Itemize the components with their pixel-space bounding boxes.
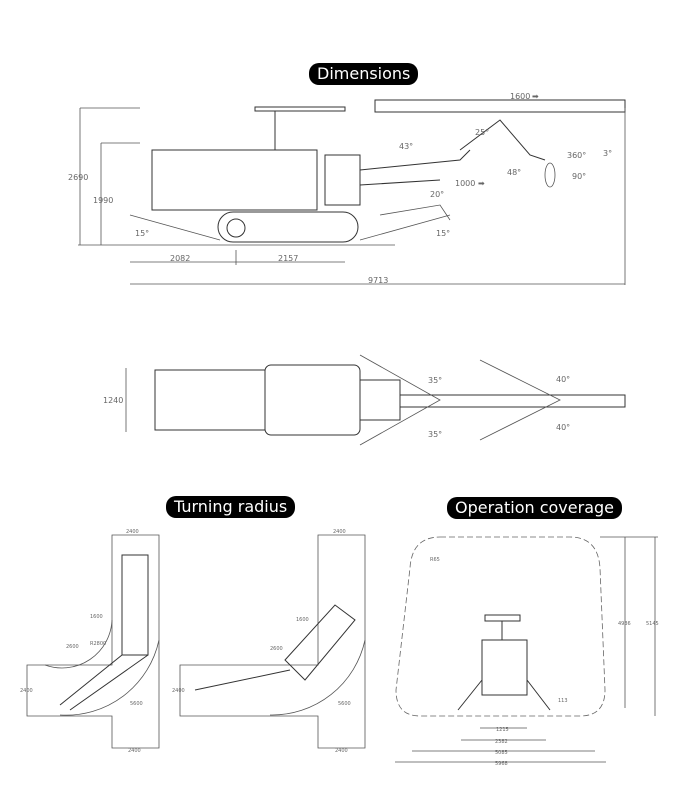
angle-35-down: 35° <box>428 430 442 439</box>
dim-bottom: 2400 <box>335 748 348 754</box>
dim-side: 2400 <box>172 688 185 694</box>
dim-width-2382: 2382 <box>495 739 508 745</box>
turning-radius-title: Turning radius <box>166 496 296 518</box>
height-1990: 1990 <box>93 196 113 205</box>
height-2690: 2690 <box>68 173 88 182</box>
dim-width-1215: 1215 <box>496 727 509 733</box>
arrow-right-icon: ➡ <box>532 92 539 101</box>
turning-left: 2400 1600 2600 R2800 2400 5600 2400 <box>20 529 160 754</box>
angle-35-up: 35° <box>428 376 442 385</box>
dim-height-outer: 5145 <box>646 621 659 627</box>
side-view: 2690 1990 15° 15° 2082 2157 9713 1600 ➡ … <box>68 92 626 285</box>
dim-height-inner: 4936 <box>618 621 631 627</box>
dim-radius: R65 <box>430 557 440 563</box>
drill-boom <box>374 99 626 113</box>
angle-3: 3° <box>603 149 612 158</box>
angle-front: 15° <box>436 229 450 238</box>
dim-radius-out: 5600 <box>130 701 143 707</box>
top-view: 1240 35° 35° 40° 40° <box>103 354 626 446</box>
dim-offset: 113 <box>558 698 568 704</box>
angle-90: 90° <box>572 172 586 181</box>
dim-step: 1600 <box>296 617 309 623</box>
angle-20: 20° <box>430 190 444 199</box>
angle-40-up: 40° <box>556 375 570 384</box>
width-1240: 1240 <box>103 396 123 405</box>
angle-360: 360° <box>567 151 586 160</box>
boom-extension-1600: 1600 <box>510 92 530 101</box>
dim-radius-out: 5600 <box>338 701 351 707</box>
crawler-track <box>217 211 359 243</box>
boom-slide-1000: 1000 <box>455 179 475 188</box>
angle-rear: 15° <box>135 229 149 238</box>
angle-48: 48° <box>507 168 521 177</box>
dim-depth: 2600 <box>66 644 79 650</box>
length-2082: 2082 <box>170 254 190 263</box>
angle-40-down: 40° <box>556 423 570 432</box>
dim-width-5968: 5968 <box>495 761 508 767</box>
dim-side: 2400 <box>20 688 33 694</box>
length-9713: 9713 <box>368 276 388 285</box>
angle-25: 25° <box>475 128 489 137</box>
top-boom <box>399 394 626 408</box>
dim-width-5085: 5085 <box>495 750 508 756</box>
dim-depth: 2600 <box>270 646 283 652</box>
operation-coverage-title: Operation coverage <box>447 497 622 519</box>
angle-43: 43° <box>399 142 413 151</box>
dimensions-title: Dimensions <box>309 63 419 85</box>
dim-top: 2400 <box>126 529 139 535</box>
dim-top: 2400 <box>333 529 346 535</box>
turning-right: 2400 1600 2600 2400 5600 2400 <box>172 529 366 754</box>
machine-body <box>151 149 318 211</box>
arrow-right-icon: ➡ <box>478 179 485 188</box>
dim-radius-in: R2800 <box>90 641 106 647</box>
dim-bottom: 2400 <box>128 748 141 754</box>
length-2157: 2157 <box>278 254 298 263</box>
operation-coverage: R65 4936 5145 113 1215 2382 5085 5968 <box>395 536 659 767</box>
dim-step: 1600 <box>90 614 103 620</box>
